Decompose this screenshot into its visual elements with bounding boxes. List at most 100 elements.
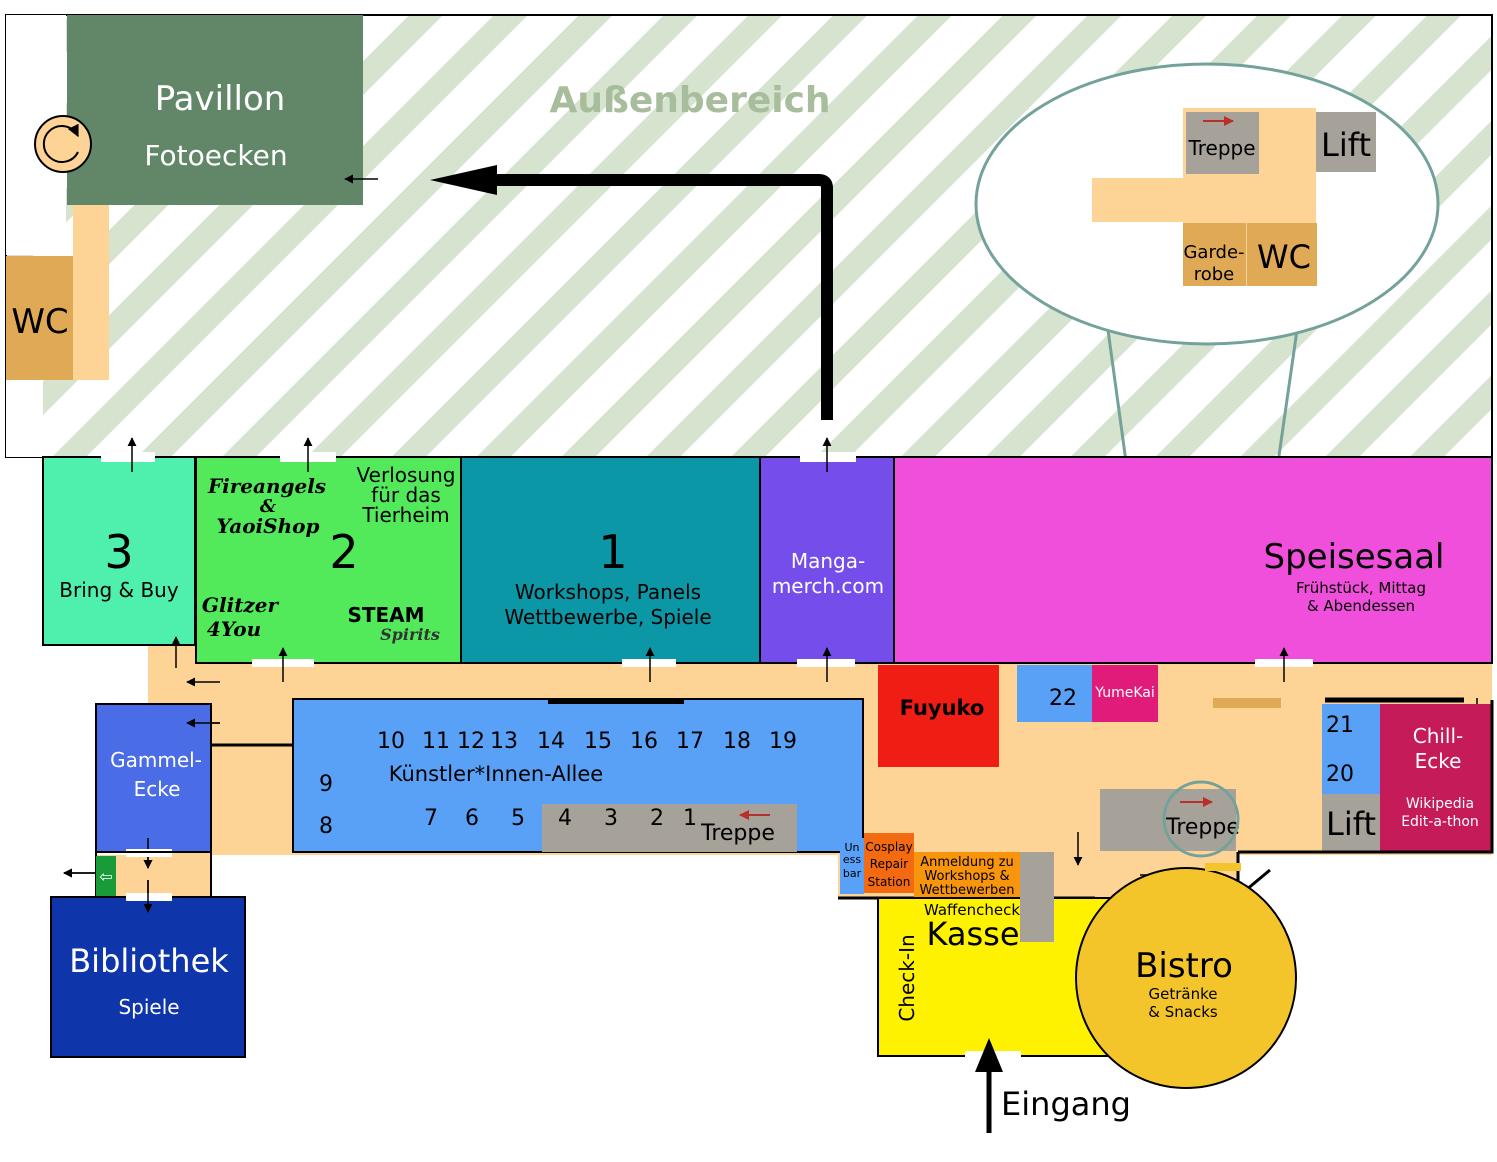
room-2[interactable]: 2 Verlosung für das Tierheim Fireangels …: [195, 456, 462, 664]
booth-7[interactable]: 7: [424, 806, 438, 831]
booth-12[interactable]: 12: [457, 729, 485, 754]
zoom-lift: [1316, 112, 1376, 172]
bistro-title: Bistro: [1135, 946, 1233, 986]
booth-3[interactable]: 3: [604, 806, 618, 831]
booth-20-number: 20: [1326, 762, 1354, 787]
speisesaal[interactable]: Speisesaal Frühstück, Mittag & Abendesse…: [893, 456, 1493, 664]
bistro[interactable]: Bistro Getränke & Snacks: [1075, 863, 1297, 1089]
logo-fireangels-line3: YaoiShop: [217, 514, 320, 538]
booth-14[interactable]: 14: [537, 729, 565, 754]
fuyuko-label: Fuyuko: [900, 696, 985, 720]
booth-2[interactable]: 2: [650, 806, 664, 831]
raffle-line3: Tierheim: [361, 503, 449, 527]
wc-left-label: WC: [11, 302, 68, 342]
booth-19[interactable]: 19: [769, 729, 797, 754]
emergency-exit-icon: ⇦: [96, 856, 116, 896]
booth-4[interactable]: 4: [558, 806, 572, 831]
artists-title: Künstler*Innen-Allee: [389, 762, 603, 786]
stairs-right-label: Treppe: [1165, 815, 1240, 840]
bistro-line1: Getränke: [1149, 985, 1218, 1003]
anmeldung-line2: Workshops &: [924, 869, 1009, 884]
booth-16[interactable]: 16: [630, 729, 658, 754]
anmeldung-line3: Wettbewerben: [920, 883, 1015, 898]
pavillon-title: Pavillon: [155, 79, 286, 119]
speisesaal-title: Speisesaal: [1264, 537, 1445, 577]
cosplay-line1: Cosplay: [865, 840, 912, 854]
anmeldung-desk[interactable]: Anmeldung zu Workshops & Wettbewerben: [914, 852, 1020, 898]
chill-line2: Ecke: [1415, 749, 1462, 773]
waffencheck-label: Waffencheck: [924, 901, 1020, 919]
wc-left[interactable]: WC: [6, 256, 73, 380]
zoom-ring: [1162, 780, 1240, 858]
mangamerch-room[interactable]: Manga- merch.com: [759, 456, 895, 664]
booth-17[interactable]: 17: [676, 729, 704, 754]
artists-alley[interactable]: Treppe Künstler*Innen-Allee 10 11 12 13 …: [292, 698, 864, 853]
pavillon[interactable]: Pavillon Fotoecken: [67, 15, 363, 205]
booth-1[interactable]: 1: [683, 806, 697, 831]
booth-5[interactable]: 5: [511, 806, 525, 831]
checkin-label: Check-In: [895, 934, 919, 1021]
entrance[interactable]: Eingang: [975, 1038, 1131, 1133]
anmeldung-line1: Anmeldung zu: [920, 855, 1014, 870]
zoom-stairs: [1186, 112, 1259, 174]
zoom-wc-label: WC: [1257, 238, 1311, 276]
mangamerch-line1: Manga-: [791, 549, 865, 573]
room-3[interactable]: 3 Bring & Buy: [42, 456, 196, 646]
booth-8[interactable]: 8: [319, 814, 333, 839]
booth-18[interactable]: 18: [723, 729, 751, 754]
zoom-cloakroom-line2: robe: [1194, 264, 1235, 285]
stairs-spiral-icon: [34, 115, 92, 173]
yumekai-booth[interactable]: YumeKai: [1092, 665, 1158, 722]
bench: [1213, 698, 1281, 708]
kasse-title: Kasse: [926, 915, 1019, 953]
gammel-line2: Ecke: [134, 777, 181, 801]
room-1[interactable]: 1 Workshops, Panels Wettbewerbe, Spiele: [460, 456, 761, 664]
unessbar-line3: bar: [843, 867, 862, 880]
fuyuko-booth[interactable]: Fuyuko: [878, 665, 999, 767]
pavillon-corridor: [73, 205, 109, 380]
booth-20[interactable]: 20: [1322, 752, 1380, 794]
logo-fireangels-line1: Fireangels: [207, 474, 326, 498]
zoom-inset: Treppe Lift Garde- robe WC: [974, 62, 1440, 799]
gammel-ecke[interactable]: Gammel- Ecke: [95, 703, 220, 869]
logo-glitzer-line2: 4You: [207, 617, 261, 641]
chill-ecke[interactable]: Chill- Ecke Wikipedia Edit-a-thon: [1380, 704, 1492, 852]
mangamerch-line2: merch.com: [772, 574, 884, 598]
zoom-lift-label: Lift: [1321, 126, 1371, 164]
booth-10[interactable]: 10: [377, 729, 405, 754]
logo-fireangels-line2: &: [260, 496, 277, 517]
cosplay-line2: Repair: [870, 857, 908, 871]
booth-13[interactable]: 13: [490, 729, 518, 754]
booth-15[interactable]: 15: [584, 729, 612, 754]
booth-6[interactable]: 6: [465, 806, 479, 831]
booth-22[interactable]: 22: [1017, 665, 1092, 722]
booth-11[interactable]: 11: [422, 729, 450, 754]
bibliothek[interactable]: Bibliothek Spiele: [50, 893, 246, 1058]
route-arrow-head: [430, 165, 497, 195]
stairs-right[interactable]: Treppe: [1100, 780, 1240, 858]
speisesaal-line1: Frühstück, Mittag: [1296, 579, 1426, 597]
zoom-wc: [1247, 223, 1317, 286]
raffle-line2: für das: [371, 483, 441, 507]
chill-line4: Edit-a-thon: [1401, 814, 1479, 830]
gammel-line1: Gammel-: [110, 748, 202, 772]
cosplay-line3: Station: [868, 875, 911, 889]
route-arrow: [470, 174, 833, 420]
bistro-line2: & Snacks: [1148, 1003, 1218, 1021]
room-1-number: 1: [598, 525, 627, 579]
raffle-line1: Verlosung: [357, 463, 456, 487]
booth-21[interactable]: 21: [1322, 704, 1380, 752]
speisesaal-line2: & Abendessen: [1307, 597, 1415, 615]
zoom-cloakroom: [1183, 223, 1246, 286]
cosplay-repair-station[interactable]: Cosplay Repair Station: [864, 833, 914, 893]
lift-right[interactable]: Lift: [1322, 794, 1380, 852]
unessbar-booth[interactable]: Un ess bar: [840, 838, 864, 894]
unessbar-line2: ess: [843, 853, 861, 866]
chill-line1: Chill-: [1413, 724, 1464, 748]
zoom-cloakroom-line1: Garde-: [1183, 242, 1244, 263]
booth-9[interactable]: 9: [319, 772, 333, 797]
yumekai-label: YumeKai: [1094, 685, 1154, 701]
room-3-label: Bring & Buy: [59, 578, 179, 602]
pavillon-subtitle: Fotoecken: [144, 139, 287, 172]
